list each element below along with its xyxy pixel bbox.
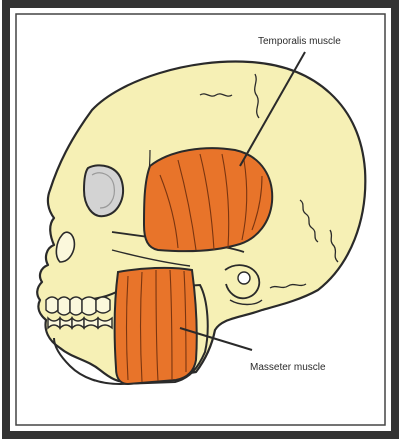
- temporalis-label: Temporalis muscle: [258, 36, 341, 47]
- temporalis-muscle: [144, 148, 272, 251]
- masseter-label: Masseter muscle: [250, 362, 326, 373]
- upper-teeth: [46, 297, 110, 315]
